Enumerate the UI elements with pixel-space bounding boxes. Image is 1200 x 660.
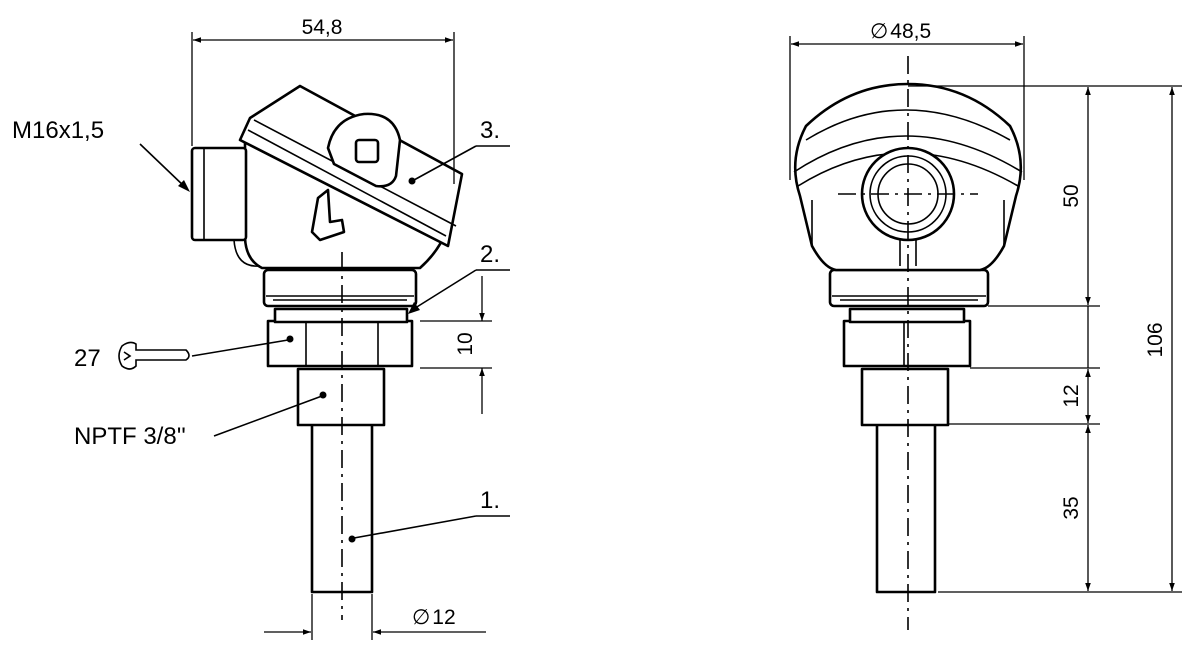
label-wrench-size: 27 xyxy=(74,345,101,372)
cable-gland xyxy=(190,146,248,242)
dim-head-diameter: ∅48,5 xyxy=(870,20,931,43)
hex-nut xyxy=(266,319,414,368)
probe-tube-front xyxy=(875,422,937,594)
side-view xyxy=(190,84,464,620)
leader-dot-wrench xyxy=(286,335,294,343)
open-end-wrench-icon xyxy=(118,341,190,370)
dim-head-height: 50 xyxy=(1060,184,1083,207)
thread-connection xyxy=(296,367,386,427)
thread-connection-front xyxy=(860,367,950,427)
dim-probe-diameter: ∅12 xyxy=(412,606,456,629)
hex-nut-front xyxy=(842,319,972,368)
dim-width-side: 54,8 xyxy=(302,16,343,39)
diameter-symbol-icon: ∅ xyxy=(412,606,430,629)
hex-collar xyxy=(273,307,409,324)
diameter-symbol-icon: ∅ xyxy=(870,20,888,43)
terminal-mark xyxy=(310,188,346,242)
leader-dot-1 xyxy=(348,535,356,543)
dim-thread-height: 12 xyxy=(1060,384,1083,407)
front-dimensions: ∅48,5 50 12 35 106 xyxy=(789,20,1182,593)
dim-hex-height: 10 xyxy=(454,332,477,355)
label-item-2: 2. xyxy=(480,241,500,268)
leader-dot-thread xyxy=(319,391,327,399)
neck xyxy=(262,268,418,308)
label-cable-gland: M16x1,5 xyxy=(12,117,104,144)
side-labels: M16x1,5 3. 2. 27 NPTF 3/8'' 1. xyxy=(12,117,510,543)
leader-dot-3 xyxy=(408,177,416,185)
dim-probe-length: 35 xyxy=(1060,496,1083,519)
front-view xyxy=(793,56,1023,630)
label-item-3: 3. xyxy=(480,117,500,144)
label-thread: NPTF 3/8'' xyxy=(74,423,186,450)
hex-collar-front xyxy=(848,307,966,324)
label-item-1: 1. xyxy=(480,487,500,514)
side-dimensions: 54,8 10 ∅12 xyxy=(191,16,492,640)
dim-total-height: 106 xyxy=(1144,322,1167,357)
